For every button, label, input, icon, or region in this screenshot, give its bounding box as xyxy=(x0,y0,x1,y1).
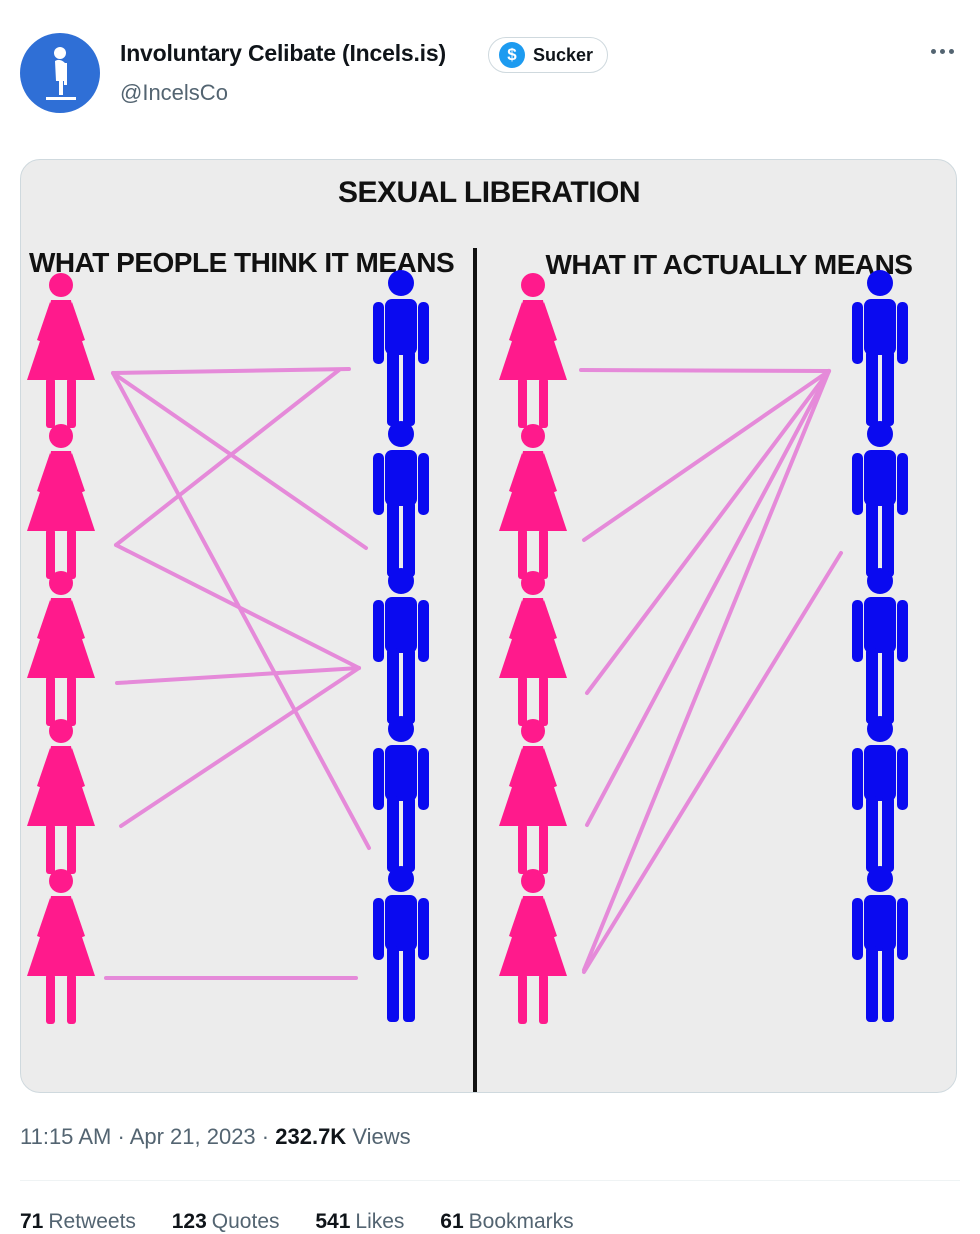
dot-icon xyxy=(930,48,936,54)
connection-line xyxy=(585,369,831,827)
man-figure xyxy=(852,270,908,426)
right-heading: WHAT IT ACTUALLY MEANS xyxy=(546,249,913,280)
separator-dot: · xyxy=(261,1124,276,1149)
separator-dot: · xyxy=(117,1124,130,1149)
dot-icon xyxy=(939,48,945,54)
woman-figure xyxy=(27,273,95,428)
tweet-date[interactable]: Apr 21, 2023 xyxy=(129,1124,256,1149)
tweet-image[interactable]: SEXUAL LIBERATION WHAT PEOPLE THINK IT M… xyxy=(20,159,957,1093)
man-figure xyxy=(373,866,429,1022)
meme-title: SEXUAL LIBERATION xyxy=(338,176,640,209)
man-figure xyxy=(852,568,908,724)
man-figure xyxy=(852,421,908,577)
author-display-name[interactable]: Involuntary Celibate (Incels.is) xyxy=(120,40,446,66)
man-figure xyxy=(373,716,429,872)
woman-figure xyxy=(499,571,567,726)
more-options-button[interactable] xyxy=(926,36,958,66)
meme-illustration: SEXUAL LIBERATION WHAT PEOPLE THINK IT M… xyxy=(27,176,913,1092)
center-divider xyxy=(473,248,477,1092)
connection-line xyxy=(582,551,843,974)
connection-line xyxy=(115,666,361,685)
divider xyxy=(20,1180,960,1181)
woman-figure xyxy=(499,869,567,1024)
left-heading: WHAT PEOPLE THINK IT MEANS xyxy=(29,247,454,278)
man-figure xyxy=(373,568,429,724)
tweet-time[interactable]: 11:15 AM xyxy=(20,1124,112,1149)
connection-line xyxy=(119,666,361,828)
views-count: 232.7K xyxy=(275,1124,347,1149)
woman-figure xyxy=(499,424,567,579)
badge-label: Sucker xyxy=(533,44,594,65)
connection-line xyxy=(582,369,831,972)
connection-line xyxy=(111,367,351,375)
connection-line xyxy=(114,368,341,547)
affiliate-badge[interactable]: $ Sucker xyxy=(488,37,609,73)
dollar-icon: $ xyxy=(499,42,525,68)
man-figure xyxy=(852,716,908,872)
connection-line xyxy=(585,369,831,695)
author-handle[interactable]: @IncelsCo xyxy=(120,80,228,105)
connection-lines xyxy=(104,367,843,980)
connection-line xyxy=(579,368,831,373)
connection-line xyxy=(111,371,368,550)
woman-figure xyxy=(27,869,95,1024)
woman-figure xyxy=(27,571,95,726)
woman-figure xyxy=(27,424,95,579)
woman-figure xyxy=(499,273,567,428)
avatar[interactable] xyxy=(20,33,100,113)
figures xyxy=(27,270,908,1024)
views-label: Views xyxy=(352,1124,411,1149)
dot-icon xyxy=(948,48,954,54)
woman-figure xyxy=(499,719,567,874)
man-figure xyxy=(373,270,429,426)
connection-line xyxy=(582,369,831,542)
connection-line xyxy=(114,543,361,670)
tweet-meta: 11:15 AM · Apr 21, 2023 · 232.7K Views xyxy=(20,1124,411,1150)
person-standing-icon xyxy=(46,47,76,100)
man-figure xyxy=(373,421,429,577)
man-figure xyxy=(852,866,908,1022)
woman-figure xyxy=(27,719,95,874)
